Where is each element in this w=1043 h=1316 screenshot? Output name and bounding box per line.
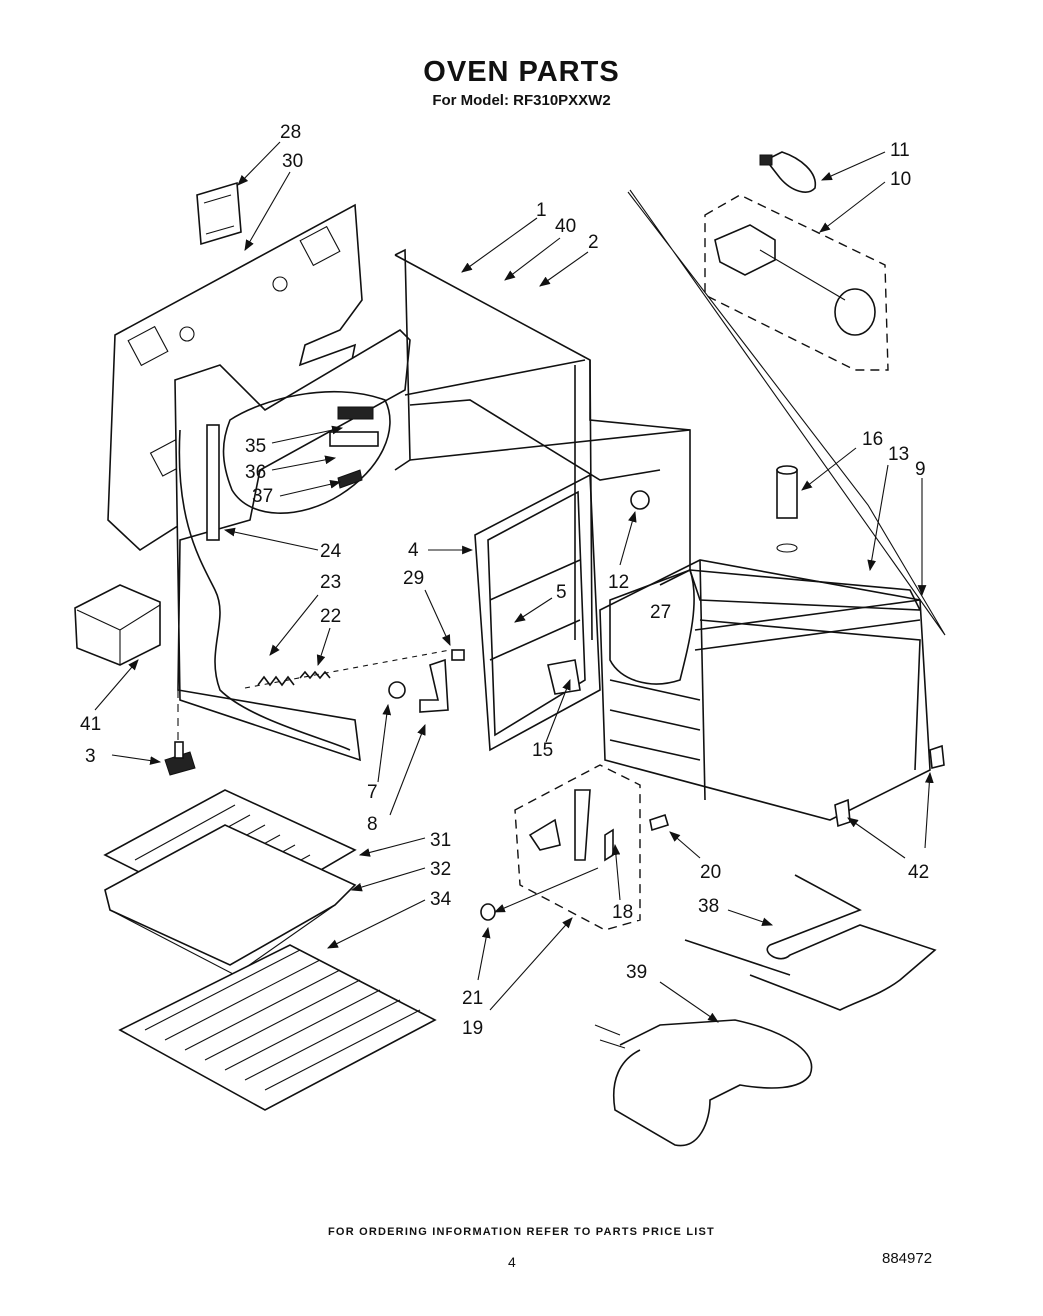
- callout-8: 8: [367, 814, 378, 835]
- callout-41: 41: [80, 714, 101, 735]
- callout-30: 30: [282, 151, 303, 172]
- callout-10: 10: [890, 169, 911, 190]
- part-22-rod: [244, 649, 451, 689]
- callout-9: 9: [915, 459, 926, 480]
- callout-37: 37: [252, 486, 273, 507]
- callout-29: 29: [403, 568, 424, 589]
- callout-27: 27: [650, 602, 671, 623]
- part-7-nut: [388, 681, 406, 699]
- callout-31: 31: [430, 830, 451, 851]
- model-subtitle: For Model: RF310PXXW2: [432, 92, 611, 109]
- page-title: OVEN PARTS: [423, 56, 620, 88]
- part-15-hinge: [547, 659, 581, 695]
- callout-22: 22: [320, 606, 341, 627]
- part-20-screw: [649, 813, 669, 832]
- callout-3: 3: [85, 746, 96, 767]
- part-3-leveling-leg: [164, 690, 196, 776]
- part-8-bracket: [419, 658, 449, 713]
- callout-42: 42: [908, 862, 929, 883]
- callout-40: 40: [555, 216, 576, 237]
- part-9-reference-lines: [627, 189, 946, 636]
- part-24-side-panel: [174, 328, 411, 762]
- callout-24: 24: [320, 541, 342, 562]
- callout-5: 5: [556, 582, 567, 603]
- part-23-spring: [257, 675, 295, 687]
- part-32-broiler-pan: [104, 824, 357, 976]
- callout-labels: 28 30 1 40 2 11 10 35 36 37 24 16 13 9 4…: [80, 122, 929, 1039]
- callout-19: 19: [462, 1018, 483, 1039]
- leader-lines: [94, 141, 934, 1023]
- part-22-screw: [299, 670, 331, 680]
- part-37-clip: [337, 469, 363, 489]
- callout-21: 21: [462, 988, 483, 1009]
- callout-13: 13: [888, 444, 909, 465]
- part-11-light-bulb: [759, 151, 816, 193]
- part-29-pin: [451, 649, 465, 661]
- part-19-hinge-assembly: [514, 764, 641, 931]
- part-42-clip-a: [929, 744, 945, 769]
- part-41-box: [74, 584, 161, 666]
- part-10-lamp-assembly: [704, 194, 889, 371]
- callout-1: 1: [536, 200, 547, 221]
- callout-38: 38: [698, 896, 719, 917]
- callout-4: 4: [408, 540, 419, 561]
- part-36-relay: [329, 431, 379, 447]
- callout-15: 15: [532, 740, 553, 761]
- part-21-clip: [480, 903, 496, 921]
- part-39-broil-element: [594, 1019, 813, 1147]
- callout-34: 34: [430, 889, 452, 910]
- callout-20: 20: [700, 862, 721, 883]
- page-number: 4: [508, 1254, 516, 1270]
- ordering-info-note: FOR ORDERING INFORMATION REFER TO PARTS …: [328, 1226, 715, 1238]
- part-38-bake-element: [684, 874, 937, 1011]
- part-1-oven-frame: [394, 248, 691, 641]
- part-9-oven-liner: [599, 559, 931, 821]
- callout-2: 2: [588, 232, 599, 253]
- callout-12: 12: [608, 572, 629, 593]
- callout-39: 39: [626, 962, 647, 983]
- callout-11: 11: [890, 140, 910, 161]
- callout-28: 28: [280, 122, 301, 143]
- part-28-gasket: [196, 181, 242, 246]
- part-34-oven-rack: [118, 944, 437, 1111]
- part-4-door-frame: [474, 473, 601, 752]
- part-16-vent-tube: [776, 465, 798, 553]
- document-number: 884972: [882, 1250, 933, 1267]
- callout-23: 23: [320, 572, 341, 593]
- part-12-plug: [630, 490, 650, 510]
- callout-36: 36: [245, 462, 266, 483]
- callout-35: 35: [245, 436, 266, 457]
- part-42-clip-b: [834, 798, 851, 828]
- callout-16: 16: [862, 429, 883, 450]
- callout-7: 7: [367, 782, 378, 803]
- part-35-bracket: [337, 406, 374, 420]
- part-13-shield: [688, 569, 922, 611]
- callout-32: 32: [430, 859, 451, 880]
- callout-18: 18: [612, 902, 633, 923]
